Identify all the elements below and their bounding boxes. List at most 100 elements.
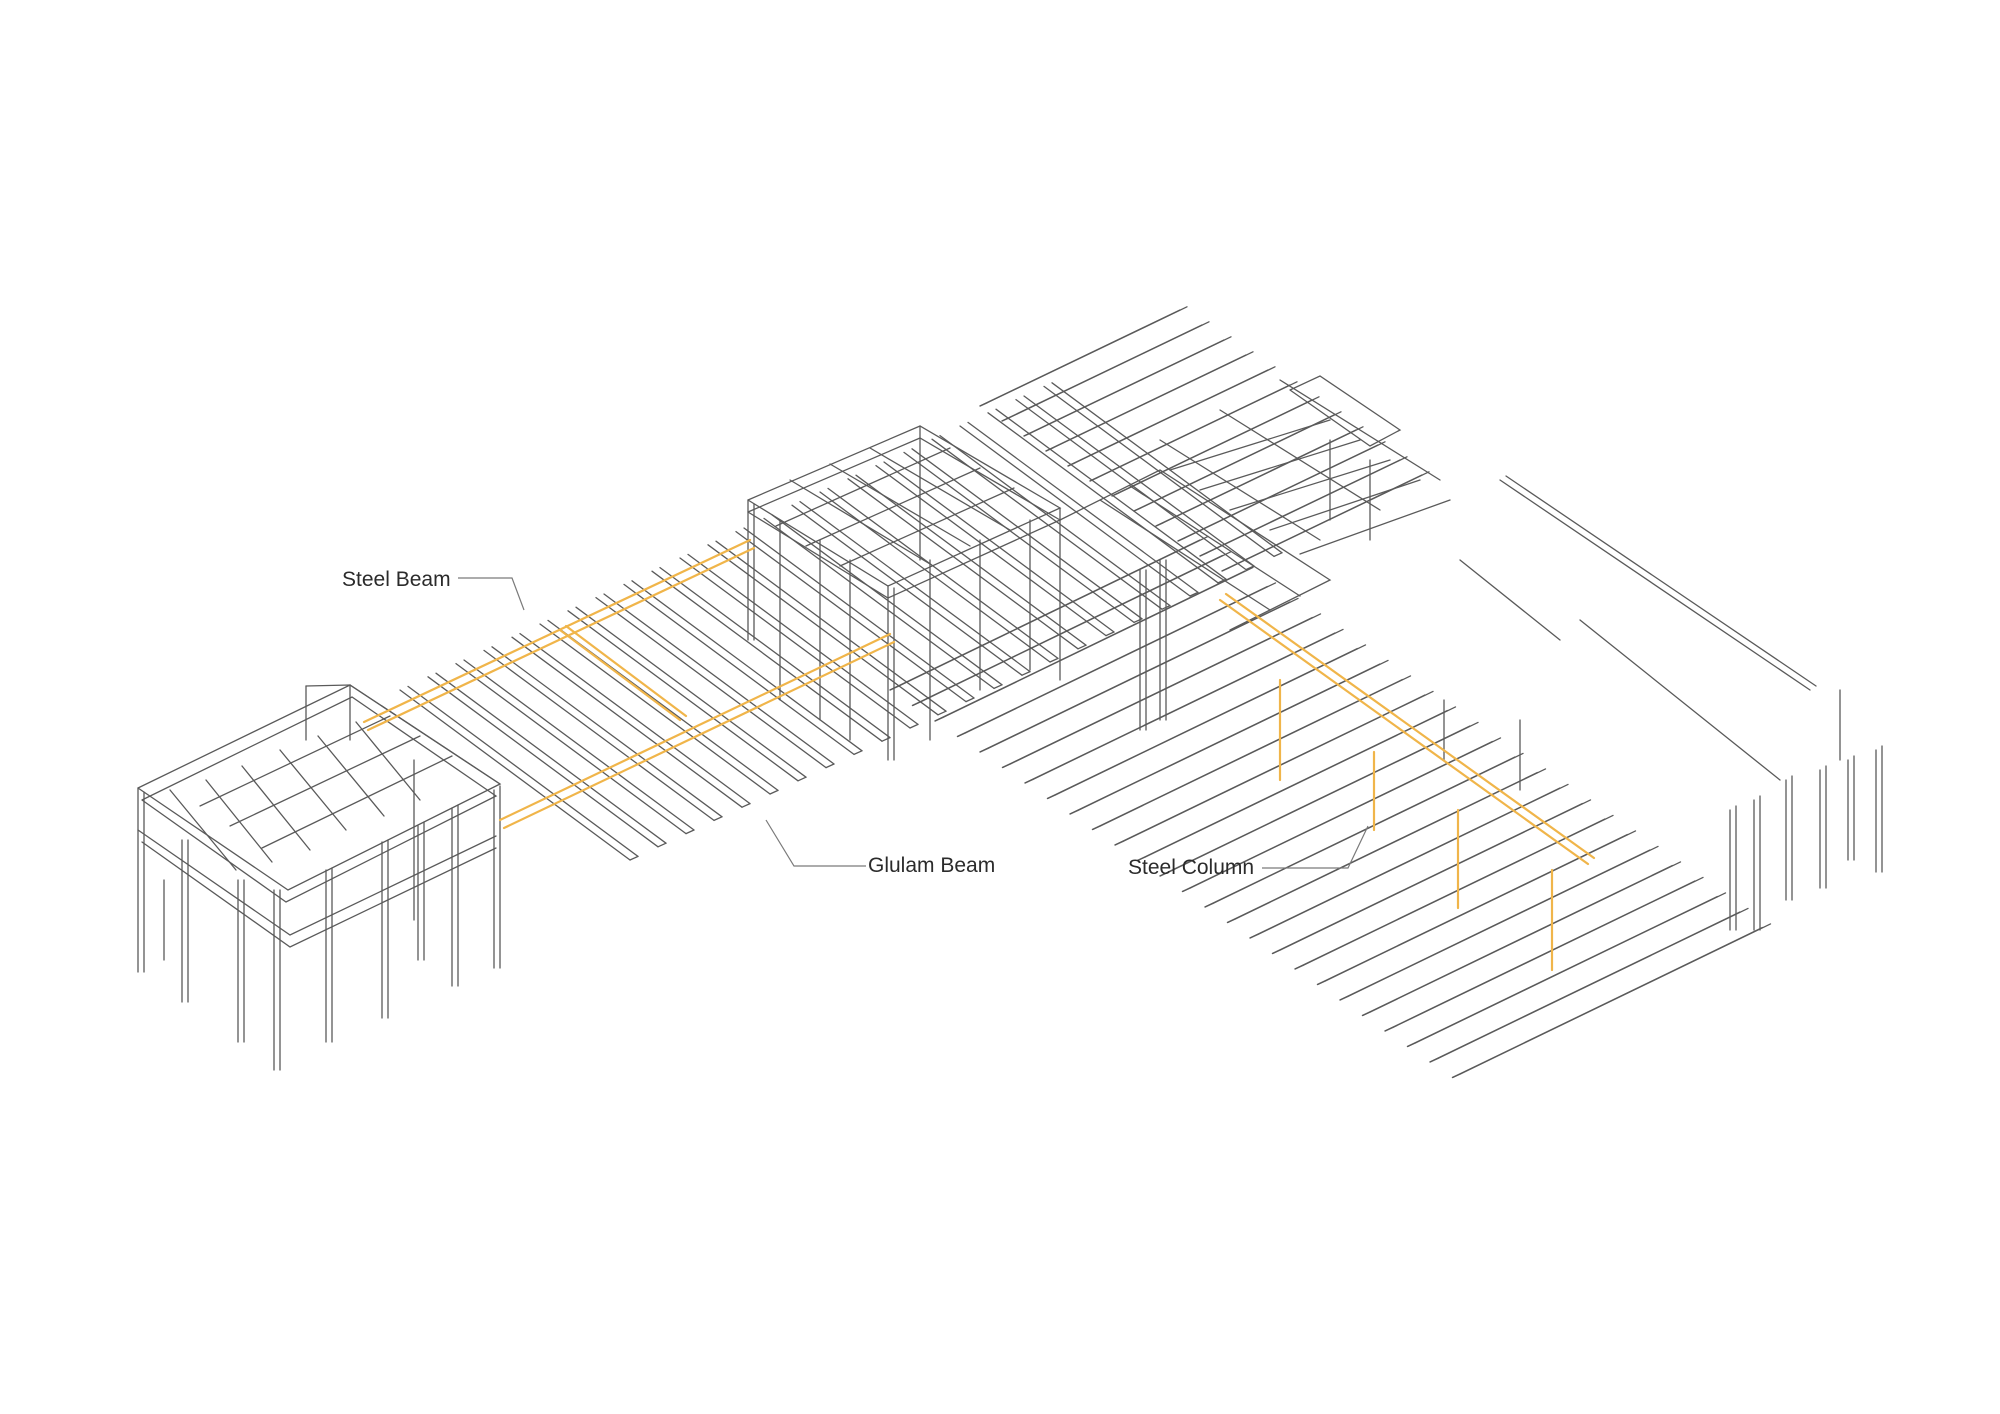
right-wing-joist-edge: [1054, 644, 1367, 796]
left-wing-joist-end: [853, 750, 863, 756]
left-wing-joist-end: [657, 842, 667, 848]
left-wing-joist-end: [769, 789, 779, 795]
right-wing-joist-end: [1136, 856, 1147, 862]
right-wing-joist-end: [934, 716, 944, 722]
left-wing-joist-end: [937, 710, 947, 716]
right-wing-joist-end: [1249, 933, 1259, 939]
left-wing-joist-end: [1273, 552, 1283, 558]
rear-joist-edge: [1008, 321, 1210, 419]
steel-beam-right: [1218, 598, 1590, 866]
left-pavilion-frame: [137, 684, 502, 1071]
rear-joist-edge: [986, 306, 1188, 404]
left-wing-joist-end: [1133, 618, 1143, 624]
rear-joist-end: [1023, 432, 1032, 437]
right-wing-joist-end: [1024, 778, 1034, 784]
rear-joist-end: [979, 402, 988, 407]
left-wing-joist: [455, 662, 687, 835]
right-wing-joist-edge: [964, 582, 1277, 734]
right-wing-joist-end: [1159, 871, 1169, 877]
rear-joist-end: [1133, 507, 1142, 512]
left-wing-joist-end: [741, 802, 751, 808]
left-wing-joist: [707, 544, 939, 716]
left-wing-joist-end: [1217, 578, 1227, 584]
right-wing-joist-edge: [1009, 613, 1322, 765]
left-wing-joist-edge: [575, 606, 807, 778]
left-wing-joist: [567, 610, 799, 782]
left-wing-joist: [595, 596, 827, 769]
left-wing-joist-end: [713, 816, 723, 822]
steel-beam-label: Steel Beam: [342, 568, 451, 591]
rear-joist-end: [1067, 462, 1076, 467]
rear-joist-end: [1111, 492, 1120, 497]
right-wing-joist-edge: [1324, 830, 1637, 982]
left-wing-joists: [399, 382, 1283, 861]
left-wing-joist-edge: [939, 434, 1171, 607]
right-wing-joist-end: [979, 747, 989, 753]
left-wing-joist-edge: [603, 593, 835, 765]
left-wing-joist-end: [1049, 657, 1059, 663]
right-wing-joist-end: [1271, 949, 1282, 955]
leader-lines: [458, 577, 1369, 869]
steel-column-label: Steel Column: [1128, 856, 1254, 879]
left-wing-joist-edge: [491, 646, 723, 818]
rear-joist-end: [1199, 552, 1208, 557]
rear-joist-edge: [1052, 351, 1254, 449]
steel-beam-lower: [498, 632, 892, 822]
left-wing-joist-edge: [659, 566, 891, 739]
right-wing-joist-end: [911, 701, 922, 707]
right-wing-joist-end: [1429, 1057, 1439, 1063]
steel-beam-cross-2: [564, 624, 688, 718]
right-wing-joist-edge: [1392, 876, 1704, 1029]
left-wing-joist-end: [993, 684, 1003, 690]
right-wing-joist-edge: [1459, 923, 1772, 1075]
rear-joist-edge: [1118, 396, 1320, 494]
rear-joist-edge: [1030, 336, 1232, 434]
left-wing-joist-end: [909, 723, 919, 729]
left-wing-joist-edge: [631, 580, 863, 752]
left-wing-joist-end: [1245, 565, 1255, 571]
rear-joist-edge: [1140, 411, 1342, 509]
steel-column-leader: [1262, 825, 1369, 869]
left-wing-joist: [959, 425, 1191, 597]
left-wing-joist-end: [965, 697, 975, 703]
right-wing-joist-edge: [1257, 783, 1569, 936]
rear-joist-edge: [1162, 426, 1364, 524]
right-wing-joist-end: [1204, 902, 1214, 908]
left-wing-joist: [511, 636, 743, 808]
right-wing-joist-end: [1114, 840, 1124, 846]
right-wing-joist-end: [1046, 794, 1057, 800]
right-wing-joist-edge: [942, 566, 1254, 719]
left-wing-joist-end: [1021, 670, 1031, 676]
right-wing-joist-edge: [1414, 892, 1727, 1044]
left-wing-joist-end: [685, 829, 695, 835]
steel-beam-leader: [458, 577, 525, 611]
left-wing-joist-edge: [911, 448, 1143, 620]
steel-beam-upper: [362, 538, 752, 724]
right-wing-joist-edge: [919, 551, 1232, 703]
left-wing-joist: [903, 451, 1135, 624]
right-wing-joist-edge: [1347, 845, 1659, 998]
left-wing-joist-edge: [463, 659, 695, 831]
glulam-beam-label: Glulam Beam: [868, 854, 995, 877]
rear-joist-edge: [1074, 366, 1276, 464]
rear-joist-end: [1045, 447, 1054, 452]
rear-joist-edge: [1096, 381, 1298, 479]
left-wing-joist: [483, 649, 715, 822]
steel-beam-cross: [558, 628, 682, 722]
left-wing-joist-end: [797, 776, 807, 782]
steel-beam-lower-2: [502, 640, 896, 830]
right-wing-joist-end: [1226, 918, 1237, 924]
left-wing-joist: [1043, 385, 1275, 558]
left-wing-joist: [791, 504, 1023, 676]
rear-joist-edge: [1184, 441, 1386, 539]
right-wing-joist-edge: [1212, 752, 1524, 905]
right-wing-frame: [1443, 475, 1883, 931]
upper-right-grid: [1059, 375, 1451, 731]
right-wing-joist-end: [1384, 1026, 1394, 1032]
right-wing-joist-edge: [1369, 861, 1682, 1013]
right-wing-joist-end: [1294, 964, 1304, 970]
left-wing-joist-end: [1077, 644, 1087, 650]
right-wing-joist-end: [956, 732, 967, 738]
right-wing-joist-end: [1316, 980, 1327, 986]
left-wing-joist-end: [881, 736, 891, 742]
